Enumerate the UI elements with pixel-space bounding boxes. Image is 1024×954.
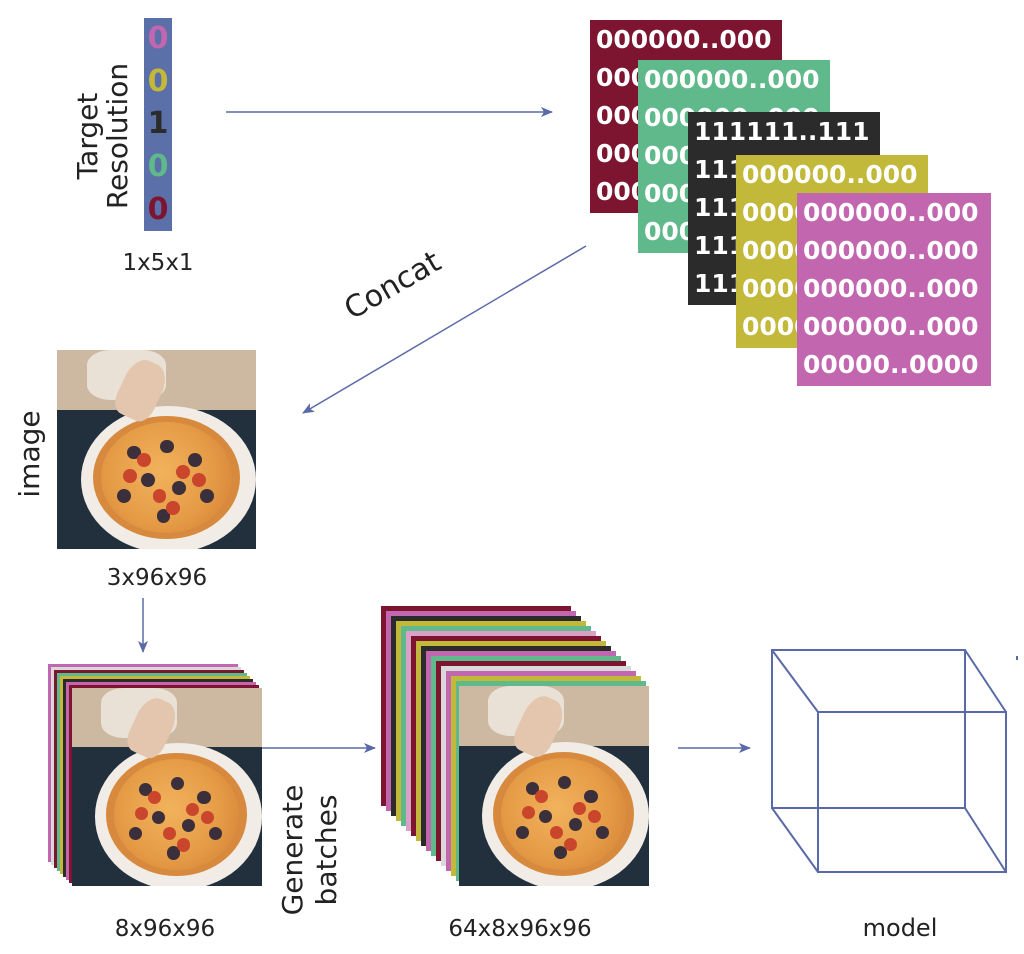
plane-row: 111111..111 — [694, 117, 870, 146]
plane-row: 00000..0000 — [803, 350, 979, 379]
batches-shape-label: 64x8x96x96 — [448, 916, 592, 942]
plane-row: 000000..000 — [596, 25, 772, 54]
arrow-concat — [302, 245, 587, 414]
model-label: model — [862, 914, 938, 942]
vector-digit: 1 — [147, 106, 169, 142]
generate-label-line1: Generate — [276, 784, 309, 916]
vector-digit: 0 — [147, 21, 169, 57]
target-label-line1: Target — [71, 92, 104, 180]
plane-row: 000000..000 — [803, 312, 979, 341]
image-shape-label: 3x96x96 — [106, 565, 208, 591]
vector-shape-label: 1x5x1 — [122, 250, 194, 276]
batch-front-photo — [459, 686, 649, 886]
model-cube-icon — [771, 649, 1007, 873]
plane-row: 000000..000 — [803, 274, 979, 303]
batches-label-line2: batches — [310, 794, 343, 906]
image-photo — [57, 350, 256, 549]
plane-row: 000000..000 — [803, 198, 979, 227]
channel-plane: 000000..000 000000..000 000000..000 000000.… — [797, 193, 991, 386]
stack-front-photo — [72, 688, 262, 886]
generate-batches-label: Generate batches — [276, 770, 346, 930]
plane-row: 000000..000 — [803, 236, 979, 265]
vector-digit: 0 — [147, 191, 169, 227]
plane-row: 000000..000 — [742, 160, 918, 189]
plane-row: 000000..000 — [644, 65, 820, 94]
target-resolution-label: Target Resolution — [71, 51, 137, 221]
resolution-label-line2: Resolution — [101, 62, 134, 210]
vector-digit: 0 — [147, 63, 169, 99]
vector-digit: 0 — [147, 149, 169, 185]
target-resolution-vector: 0 0 1 0 0 — [144, 18, 172, 231]
stack8-shape-label: 8x96x96 — [114, 916, 216, 942]
stray-mark — [1016, 656, 1018, 660]
pizza-photo — [57, 350, 256, 549]
image-label: image — [13, 410, 46, 498]
